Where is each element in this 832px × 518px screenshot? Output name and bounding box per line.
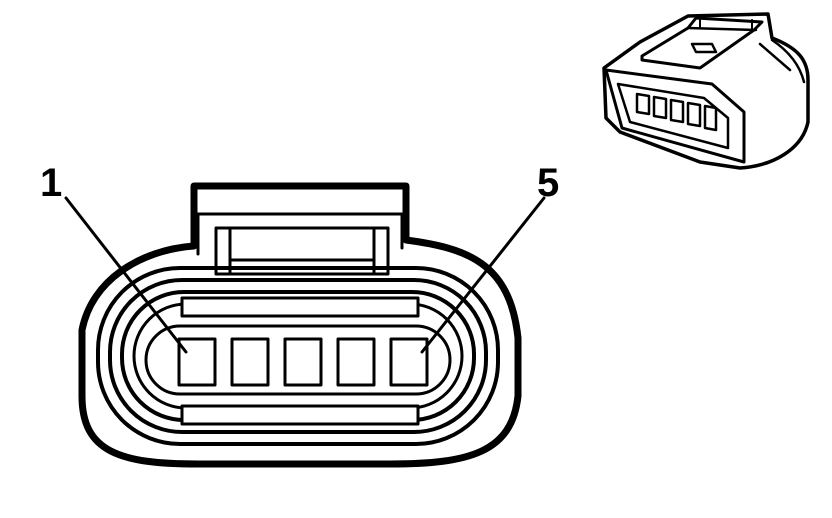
lower-guide-rail xyxy=(180,404,420,426)
iso-pin-3 xyxy=(669,98,685,124)
iso-latch xyxy=(640,16,764,70)
pin-cavity-4 xyxy=(336,337,376,387)
upper-guide-rail xyxy=(180,296,420,318)
housing-ring-outer xyxy=(96,266,500,446)
iso-body-outline xyxy=(602,12,810,170)
pin-cavity-3 xyxy=(283,337,323,387)
iso-pin-cavities xyxy=(635,92,718,132)
locking-tab-latch xyxy=(214,226,390,276)
iso-pin-1 xyxy=(635,92,651,116)
pin-cavity-1 xyxy=(177,337,217,387)
pin-cavity-5 xyxy=(389,337,429,387)
locking-tab-inner-outline xyxy=(196,212,404,250)
iso-front-opening xyxy=(616,82,730,150)
connector-face-view xyxy=(64,182,546,468)
pin-cavity-surround xyxy=(144,324,452,396)
iso-pin-2 xyxy=(652,95,668,120)
pin-cavity-2 xyxy=(230,337,270,387)
iso-latch-window xyxy=(690,42,718,54)
housing-ring-2 xyxy=(108,278,488,434)
iso-pin-4 xyxy=(686,101,702,128)
callout-label-1: 1 xyxy=(40,161,62,205)
iso-side-rib-1 xyxy=(770,38,806,84)
iso-pin-5 xyxy=(703,104,718,132)
connector-housing-outline xyxy=(78,182,522,468)
pin-cavities xyxy=(177,337,429,387)
callout-label-5: 5 xyxy=(537,161,559,205)
iso-side-rib-2 xyxy=(758,42,792,72)
leader-line-pin-5 xyxy=(420,196,546,354)
connector-isometric-view xyxy=(602,12,810,170)
leader-line-pin-1 xyxy=(64,196,188,354)
iso-latch-ridge xyxy=(686,26,758,32)
iso-front-face xyxy=(604,68,746,164)
